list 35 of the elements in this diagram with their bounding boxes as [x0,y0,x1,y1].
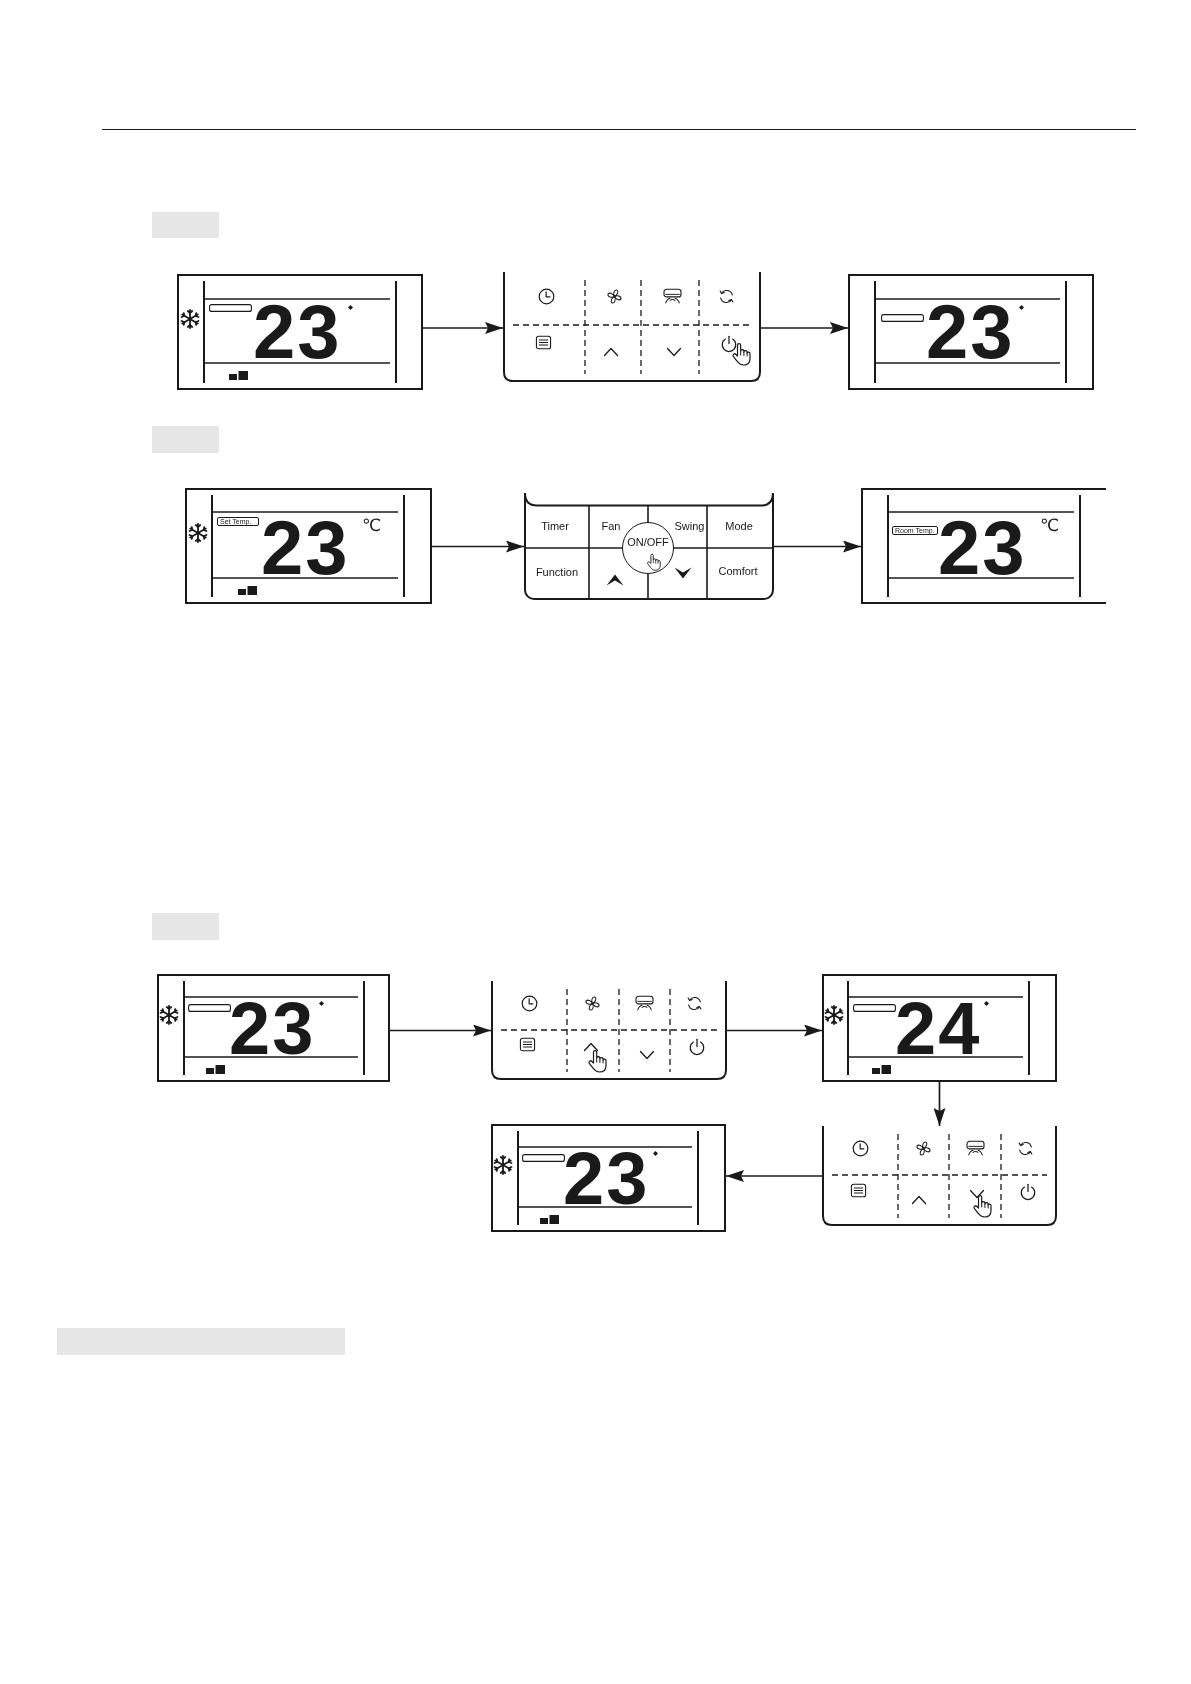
temperature-unit: ℃ [362,517,382,534]
touch-panel [503,272,761,382]
touch-key: Comfort [718,564,758,578]
button-panel [524,493,774,600]
touch-key: Swing [674,519,705,533]
temperature-digits: 23 [229,1001,316,1057]
arrow [933,1081,946,1127]
temperature-digits: 24 [895,1001,982,1057]
arrow [726,1024,823,1037]
lcd-display [491,1124,726,1232]
touch-key: Timer [541,519,569,533]
lcd-display [177,274,423,390]
lcd-display [848,274,1094,390]
arrow [431,540,525,553]
lcd-display [185,488,432,604]
lcd-display [861,488,1106,604]
power-button: ON/OFF [622,522,674,574]
touch-panel [491,981,727,1080]
temperature-digits: 23 [926,303,1015,360]
lcd-display [157,974,390,1082]
touch-key: Fan [601,519,621,533]
touch-key: Function [535,565,579,579]
arrow [773,540,862,553]
temperature-digits: 23 [938,519,1027,576]
arrow [725,1170,823,1182]
temperature-digits: 23 [253,303,342,360]
arrow [389,1024,492,1037]
lcd-display [822,974,1057,1082]
temperature-unit: ℃ [1040,517,1060,534]
temperature-digits: 23 [563,1151,650,1207]
arrow [760,322,849,334]
touch-key: Mode [725,519,753,533]
touch-panel [822,1126,1057,1226]
temperature-digits: 23 [261,519,350,576]
arrow [422,322,504,334]
